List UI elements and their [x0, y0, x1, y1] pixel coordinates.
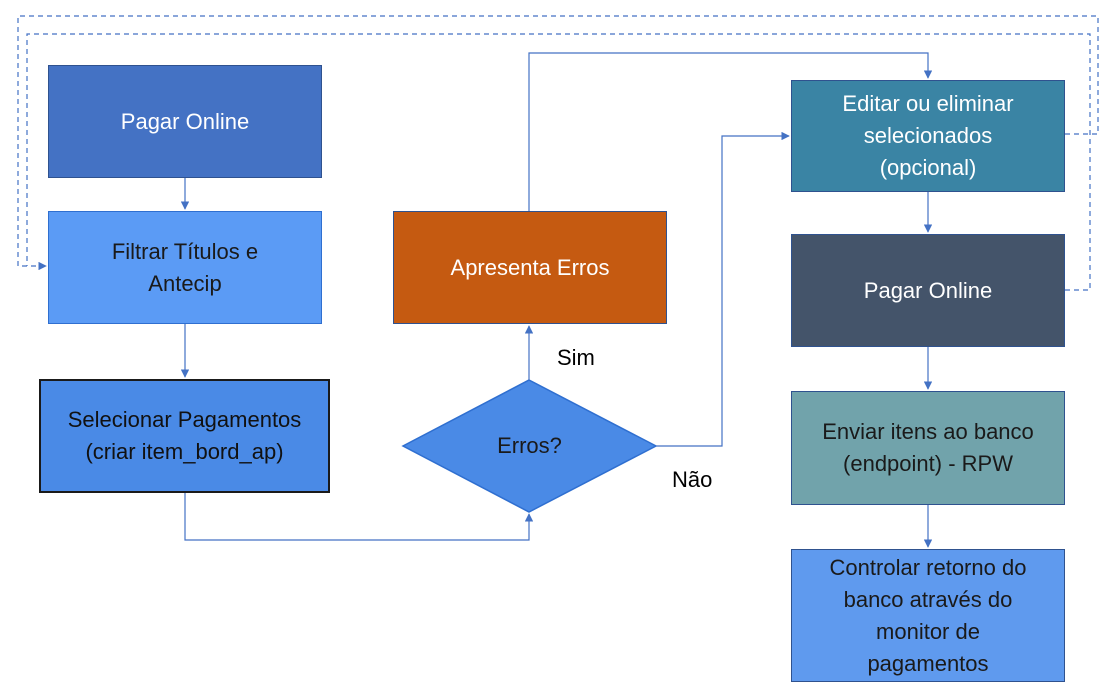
dashed-loop-editar-to-filtrar: [17, 15, 1099, 271]
erros-decision-label: Erros?: [497, 433, 562, 458]
selecionar-pagamentos-node[interactable]: Selecionar Pagamentos (criar item_bord_a…: [39, 379, 330, 493]
connector-apresenta-to-editar: [528, 52, 933, 211]
pagar-online-node[interactable]: Pagar Online: [48, 65, 322, 178]
pagar-online-final-node[interactable]: Pagar Online: [791, 234, 1065, 347]
connector-erros-to-editar: [656, 131, 790, 447]
dashed-loop-pagar2-to-filtrar: [26, 33, 1091, 291]
controlar-retorno-node[interactable]: Controlar retorno do banco através do mo…: [791, 549, 1065, 682]
erros-decision-diamond[interactable]: [401, 379, 658, 513]
edge-label-sim: Sim: [557, 345, 595, 370]
edge-label-nao: Não: [672, 467, 713, 492]
connector-selecionar-to-erros: [184, 493, 534, 541]
enviar-itens-node[interactable]: Enviar itens ao banco (endpoint) - RPW: [791, 391, 1065, 505]
editar-eliminar-node[interactable]: Editar ou eliminar selecionados (opciona…: [791, 80, 1065, 192]
apresenta-erros-node[interactable]: Apresenta Erros: [393, 211, 667, 324]
filtrar-titulos-node[interactable]: Filtrar Títulos e Antecip: [48, 211, 322, 324]
